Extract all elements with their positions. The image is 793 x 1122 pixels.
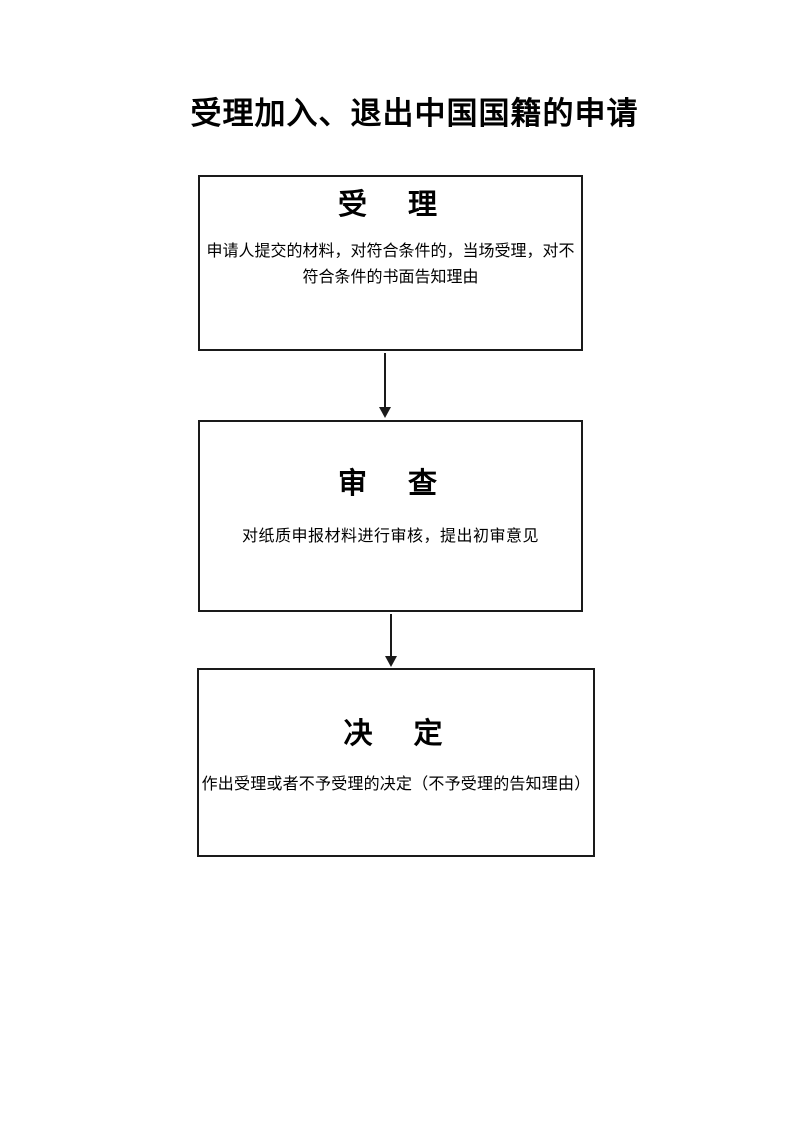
- arrow-line: [390, 614, 392, 658]
- page-title: 受理加入、退出中国国籍的申请: [190, 96, 639, 131]
- flow-step-heading-acceptance: 受 理: [337, 189, 443, 221]
- arrow-line: [384, 353, 386, 409]
- flow-step-description-review: 对纸质申报材料进行审核，提出初审意见: [241, 528, 539, 545]
- flow-step-box-decision: 决 定 作出受理或者不予受理的决定（不予受理的告知理由）: [197, 668, 595, 857]
- flow-step-heading-decision: 决 定: [343, 718, 449, 750]
- flow-step-heading-review: 审 查: [337, 468, 443, 500]
- arrow-down-icon: [385, 656, 397, 667]
- flow-connector-acceptance-to-review: [379, 353, 391, 418]
- flow-connector-review-to-decision: [385, 614, 397, 667]
- arrow-down-icon: [379, 407, 391, 418]
- flow-step-box-acceptance: 受 理 申请人提交的材料，对符合条件的，当场受理，对不符合条件的书面告知理由: [198, 175, 583, 351]
- flow-step-description-acceptance: 申请人提交的材料，对符合条件的，当场受理，对不符合条件的书面告知理由: [206, 243, 575, 286]
- flow-step-box-review: 审 查 对纸质申报材料进行审核，提出初审意见: [198, 420, 583, 612]
- flow-step-description-decision: 作出受理或者不予受理的决定（不予受理的告知理由）: [201, 776, 591, 793]
